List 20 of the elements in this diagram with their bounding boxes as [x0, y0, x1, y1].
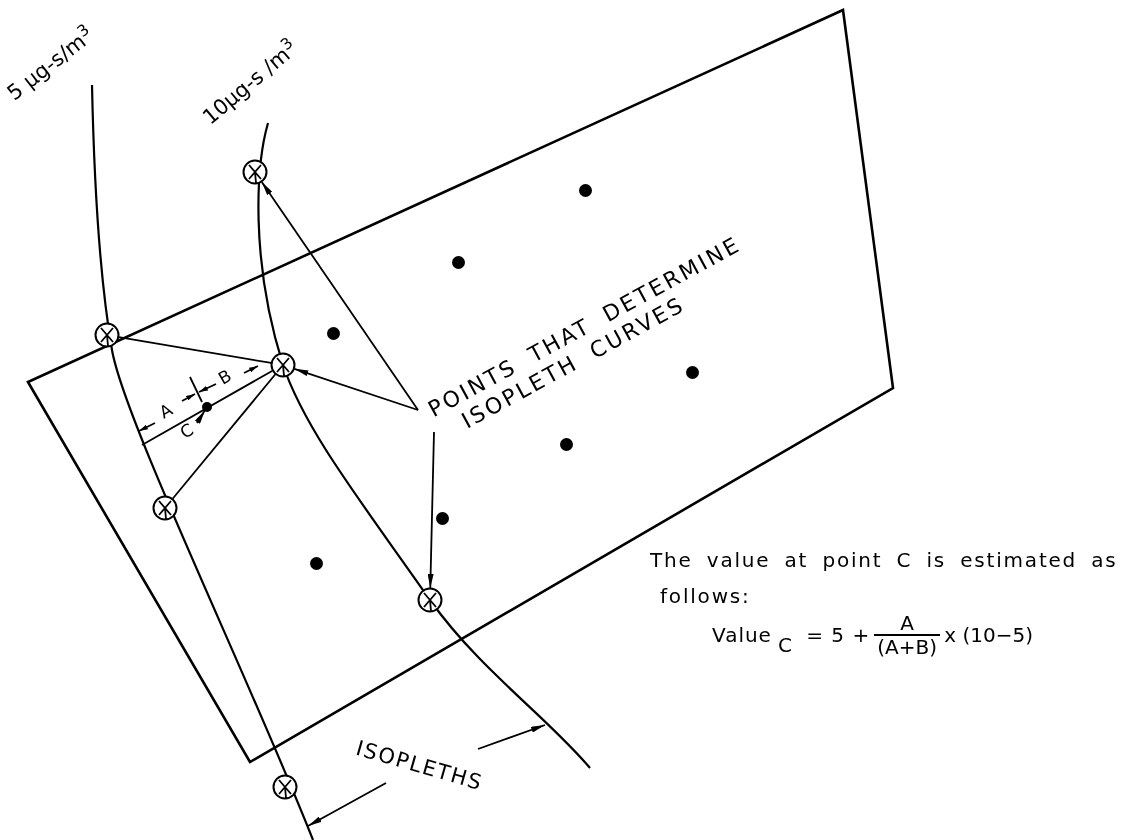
- leader-arrow: [307, 782, 387, 827]
- circled-x-point: [152, 495, 178, 521]
- circled-x-point: [270, 352, 296, 378]
- note-text: The value at point C is estimated as follows:: [650, 547, 1118, 610]
- leader-arrow: [194, 409, 206, 424]
- dimension-label: A: [156, 400, 176, 422]
- fraction-denominator: (A+B): [877, 636, 938, 658]
- circled-x-point: [272, 774, 298, 800]
- circled-x-point: [242, 159, 268, 185]
- dimension-label: B: [215, 366, 235, 388]
- point-label: C: [177, 420, 197, 442]
- arrow: [293, 367, 419, 411]
- formula-text: x (10−5): [944, 622, 1033, 649]
- circled-x-point: [417, 587, 443, 613]
- arrow: [427, 431, 435, 589]
- leader-arrow: [477, 724, 546, 750]
- circled-x-point: [94, 322, 120, 348]
- fraction-numerator: A: [900, 612, 915, 634]
- connecting-line: [171, 373, 277, 500]
- arrow: [260, 181, 419, 411]
